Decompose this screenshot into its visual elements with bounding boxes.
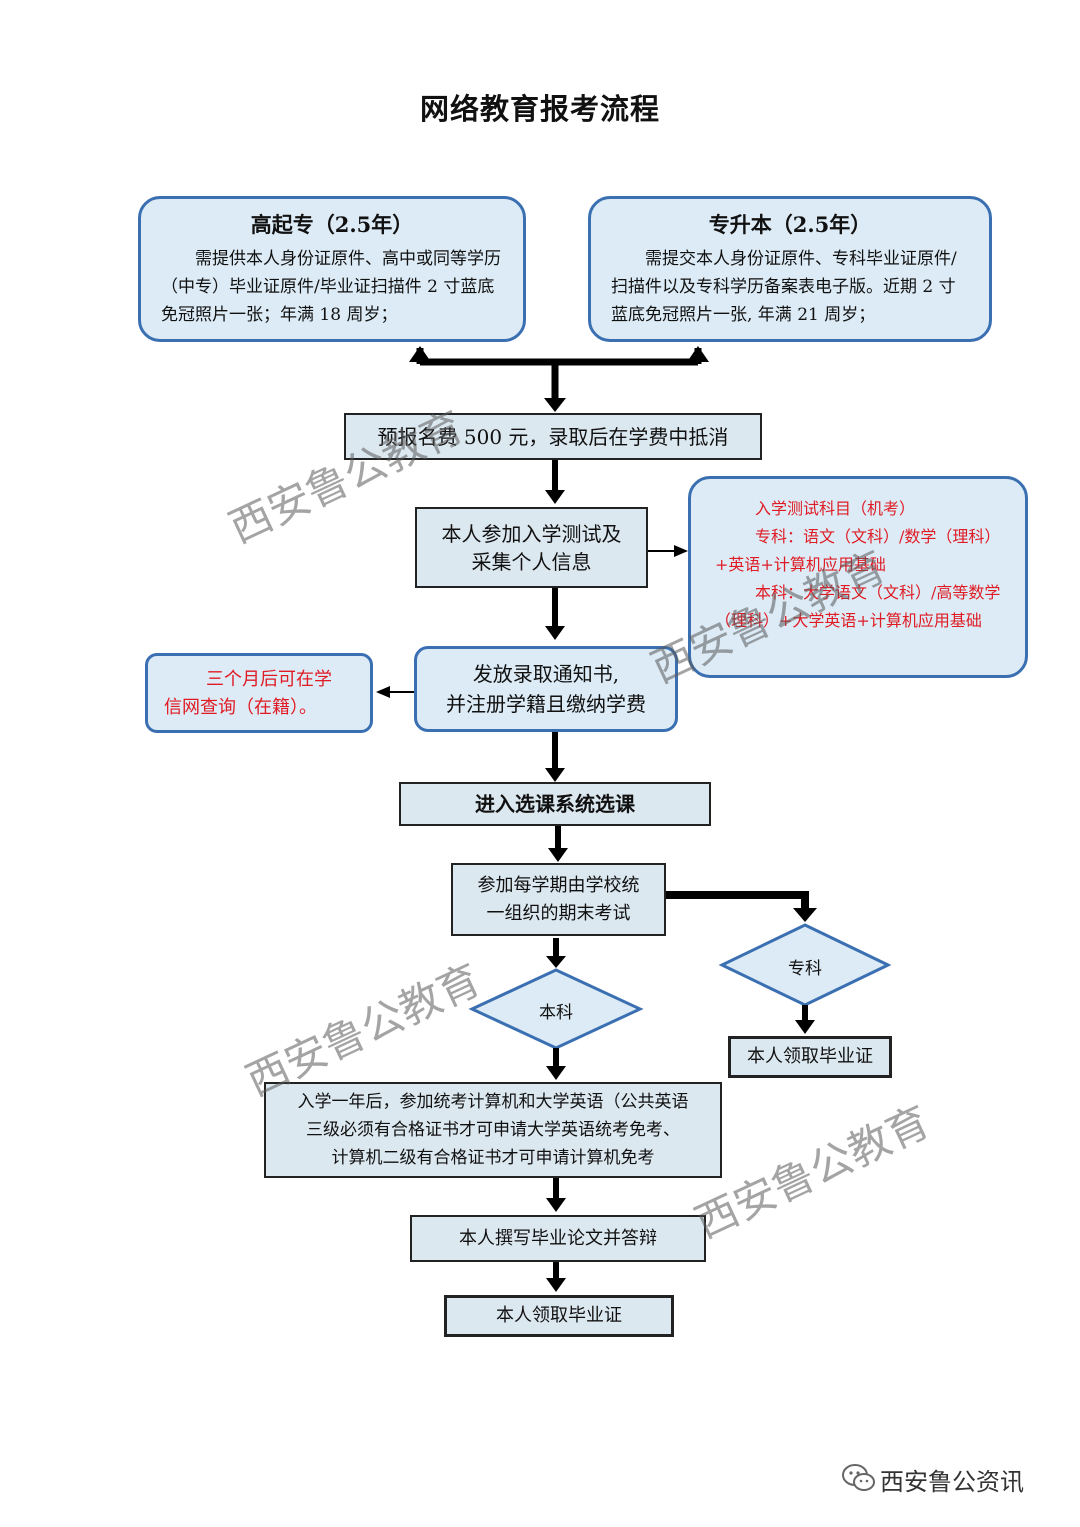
arrow-exam-zk: [666, 891, 817, 922]
exam-box: 参加每学期由学校统 一组织的期末考试: [451, 863, 666, 936]
thesis-box: 本人撰写毕业论文并答辩: [410, 1215, 706, 1262]
prepay-box: 预报名费 500 元，录取后在学费中抵消: [344, 413, 762, 460]
wechat-icon: [842, 1464, 875, 1491]
zsb-desc: 需提交本人身份证原件、专科毕业证原件/扫描件以及专科学历备案表电子版。近期 2 …: [611, 249, 957, 325]
chsi-line1: 三个月后可在学: [206, 669, 332, 690]
test-line1: 本人参加入学测试及: [441, 521, 622, 546]
chsi-line2: 信网查询（在籍）。: [164, 697, 317, 718]
subjects-line1: 入学测试科目（机考）: [755, 499, 916, 518]
arrow-admission-course: [545, 732, 565, 782]
cert-zk-text: 本人领取毕业证: [747, 1046, 873, 1067]
test-line2: 采集个人信息: [471, 549, 592, 574]
arrow-bk-unified: [546, 1048, 566, 1080]
footer-account: 西安鲁公资讯: [880, 1468, 1024, 1496]
prepay-text: 预报名费 500 元，录取后在学费中抵消: [377, 424, 729, 449]
arrow-unified-thesis: [546, 1178, 566, 1212]
arrow-thesis-cert: [546, 1262, 566, 1292]
unified-box: 入学一年后，参加统考计算机和大学英语（公共英语 三级必须有合格证书才可申请大学英…: [264, 1082, 722, 1178]
unified-line1: 入学一年后，参加统考计算机和大学英语（公共英语: [297, 1092, 689, 1112]
diamond-bk-label: 本科: [539, 1003, 573, 1023]
arrow-test-subjects: [648, 545, 688, 557]
chsi-box: 三个月后可在学 信网查询（在籍）。: [145, 653, 373, 733]
subjects-box: 入学测试科目（机考） 专科：语文（文科）/数学（理科）+英语+计算机应用基础 本…: [688, 476, 1028, 678]
zsb-heading: 专升本（2.5年）: [708, 212, 872, 237]
page-title: 网络教育报考流程: [419, 92, 660, 126]
arrow-test-admission: [545, 588, 565, 640]
subjects-line2: 专科：语文（文科）/数学（理科）+英语+计算机应用基础: [715, 527, 1001, 574]
gqz-heading: 高起专（2.5年）: [250, 212, 414, 237]
course-text: 进入选课系统选课: [475, 792, 635, 816]
arrow-admission-chsi: [376, 686, 414, 698]
arrow-exam-bk: [546, 938, 566, 968]
subjects-line3: 本科：大学语文（文科）/高等数学（理科）+大学英语+计算机应用基础: [715, 583, 1001, 630]
cert-bk-text: 本人领取毕业证: [496, 1305, 622, 1326]
gqz-box: 高起专（2.5年） 需提供本人身份证原件、高中或同等学历（中专）毕业证原件/毕业…: [138, 196, 526, 342]
cert-bk-box: 本人领取毕业证: [444, 1295, 674, 1337]
cert-zk-box: 本人领取毕业证: [728, 1036, 892, 1078]
gqz-desc: 需提供本人身份证原件、高中或同等学历（中专）毕业证原件/毕业证扫描件 2 寸蓝底…: [161, 249, 501, 325]
arrow-course-exam: [548, 826, 568, 862]
diamond-zk-label: 专科: [788, 959, 822, 979]
test-box: 本人参加入学测试及 采集个人信息: [415, 507, 648, 588]
unified-line2: 三级必须有合格证书才可申请大学英语统考免考、: [306, 1120, 680, 1140]
arrow-zk-cert: [795, 1005, 815, 1034]
admission-box: 发放录取通知书, 并注册学籍且缴纳学费: [414, 646, 678, 732]
split-connector: [409, 346, 709, 412]
exam-line1: 参加每学期由学校统: [477, 874, 640, 896]
course-box: 进入选课系统选课: [399, 782, 711, 826]
zsb-box: 专升本（2.5年） 需提交本人身份证原件、专科毕业证原件/扫描件以及专科学历备案…: [588, 196, 992, 342]
thesis-text: 本人撰写毕业论文并答辩: [459, 1227, 657, 1249]
exam-line2: 一组织的期末考试: [486, 902, 631, 924]
admission-line1: 发放录取通知书,: [472, 662, 620, 686]
arrow-prepay-test: [545, 460, 565, 504]
admission-line2: 并注册学籍且缴纳学费: [446, 692, 646, 716]
unified-line3: 计算机二级有合格证书才可申请计算机免考: [331, 1148, 655, 1168]
